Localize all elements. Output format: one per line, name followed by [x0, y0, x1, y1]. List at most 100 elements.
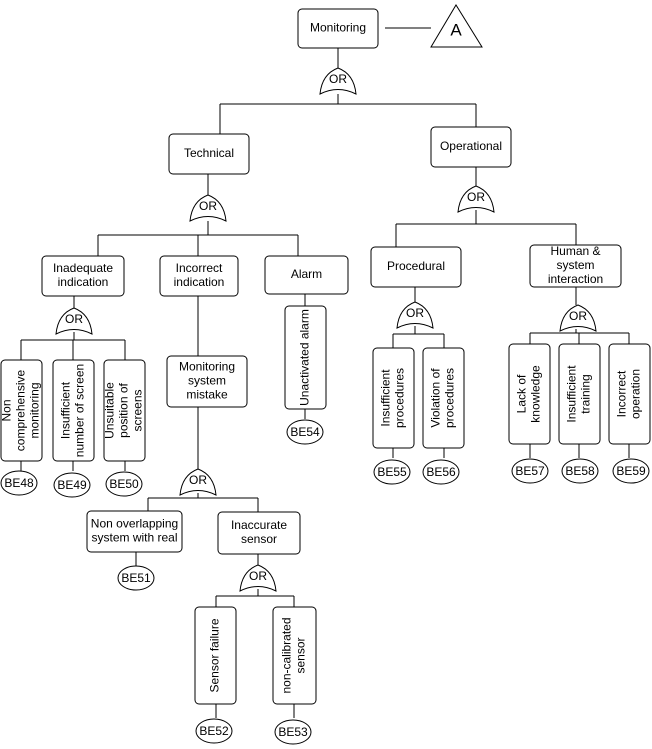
basic-event-label: BE56	[426, 465, 456, 479]
event-unactivated-alarm[interactable]: Unactivated alarm	[284, 305, 327, 410]
event-label-line: Technical	[184, 146, 234, 160]
event-label-line: Non overlapping	[91, 517, 178, 531]
basic-event-be51-circle	[117, 565, 155, 591]
basic-event-be56-circle	[422, 459, 460, 485]
gate-operational-or-shape	[457, 185, 495, 213]
gate-label: OR	[249, 569, 267, 583]
gate-inaccurate-sensor-or: OR	[239, 564, 277, 592]
top-event-monitoring[interactable]: Monitoring	[297, 8, 379, 49]
basic-event-be58[interactable]: BE58	[561, 458, 599, 484]
gate-inadequate-or: OR	[55, 307, 93, 335]
basic-event-be48[interactable]: BE48	[0, 470, 38, 496]
event-label-line: system with real	[91, 531, 177, 545]
event-procedural[interactable]: Procedural	[370, 246, 462, 288]
event-label-line: Unsuitable	[103, 382, 117, 439]
event-label-line: sensor	[294, 637, 308, 673]
event-label-line: Unactivated alarm	[298, 309, 312, 406]
basic-event-be51[interactable]: BE51	[117, 565, 155, 591]
event-label-line: Violation of	[429, 368, 443, 428]
event-procedural-box	[370, 246, 462, 288]
gate-label: OR	[329, 72, 347, 86]
event-inaccurate-sensor-box	[217, 511, 301, 555]
event-technical[interactable]: Technical	[168, 133, 250, 175]
event-label-line: Sensor failure	[208, 618, 222, 692]
event-inadequate-indication-box	[41, 255, 125, 297]
event-non-overlapping-box	[86, 510, 183, 553]
basic-event-be59-circle	[612, 458, 650, 484]
basic-event-be50-circle	[105, 471, 143, 497]
basic-event-be56[interactable]: BE56	[422, 459, 460, 485]
basic-event-be53[interactable]: BE53	[274, 719, 312, 745]
event-label-line: operation	[629, 369, 643, 419]
event-sensor-failure-box	[194, 606, 237, 705]
event-alarm[interactable]: Alarm	[264, 255, 349, 295]
basic-event-be52[interactable]: BE52	[195, 718, 233, 744]
event-incorrect-indication-box	[159, 255, 239, 297]
transfer-triangle-a[interactable]: A	[430, 4, 483, 48]
event-label-line: procedures	[443, 368, 457, 428]
basic-event-be48-circle	[0, 470, 38, 496]
event-label-line: Inadequate	[53, 261, 113, 275]
gate-human-or: OR	[559, 304, 597, 332]
basic-event-be55[interactable]: BE55	[373, 459, 411, 485]
event-label-line: Non	[0, 399, 14, 421]
gate-technical-or-shape	[189, 194, 227, 222]
basic-event-be50[interactable]: BE50	[105, 471, 143, 497]
event-label-line: sensor	[241, 532, 277, 546]
gate-inaccurate-sensor-or-shape	[239, 564, 277, 592]
event-non-calibrated-sensor-box	[272, 606, 317, 705]
event-label-line: Operational	[440, 139, 502, 153]
event-sensor-failure-rotated-label: Sensor failure	[208, 618, 222, 692]
gate-label: OR	[569, 309, 587, 323]
basic-event-be52-circle	[195, 718, 233, 744]
event-label-line: monitoring	[28, 382, 42, 438]
gate-procedural-or: OR	[396, 301, 434, 329]
event-label-line: Insufficient	[565, 365, 579, 423]
event-non-comprehensive-monitoring-box	[0, 359, 43, 462]
basic-event-label: BE51	[121, 571, 151, 585]
basic-event-be54[interactable]: BE54	[286, 419, 324, 445]
gate-monitoring-mistake-or: OR	[179, 468, 217, 496]
event-operational[interactable]: Operational	[430, 126, 512, 168]
basic-event-be59[interactable]: BE59	[612, 458, 650, 484]
basic-event-be54-circle	[286, 419, 324, 445]
basic-event-be49[interactable]: BE49	[53, 472, 91, 498]
gate-label: OR	[467, 190, 485, 204]
gate-label: OR	[65, 312, 83, 326]
event-unactivated-alarm-rotated-label: Unactivated alarm	[298, 309, 312, 406]
event-label-line: Procedural	[387, 259, 445, 273]
event-sensor-failure[interactable]: Sensor failure	[194, 606, 237, 705]
event-label-line: system	[188, 374, 226, 388]
basic-event-be58-circle	[561, 458, 599, 484]
gate-label: OR	[189, 473, 207, 487]
event-lack-of-knowledge-box	[508, 343, 551, 445]
basic-event-label: BE53	[278, 725, 308, 739]
event-human-system-interaction-box	[529, 244, 622, 288]
basic-event-be57[interactable]: BE57	[511, 458, 549, 484]
event-unsuitable-position-of-screens-box	[103, 359, 146, 462]
event-label-line: Human &	[550, 244, 600, 258]
event-label-line: system	[556, 258, 594, 272]
